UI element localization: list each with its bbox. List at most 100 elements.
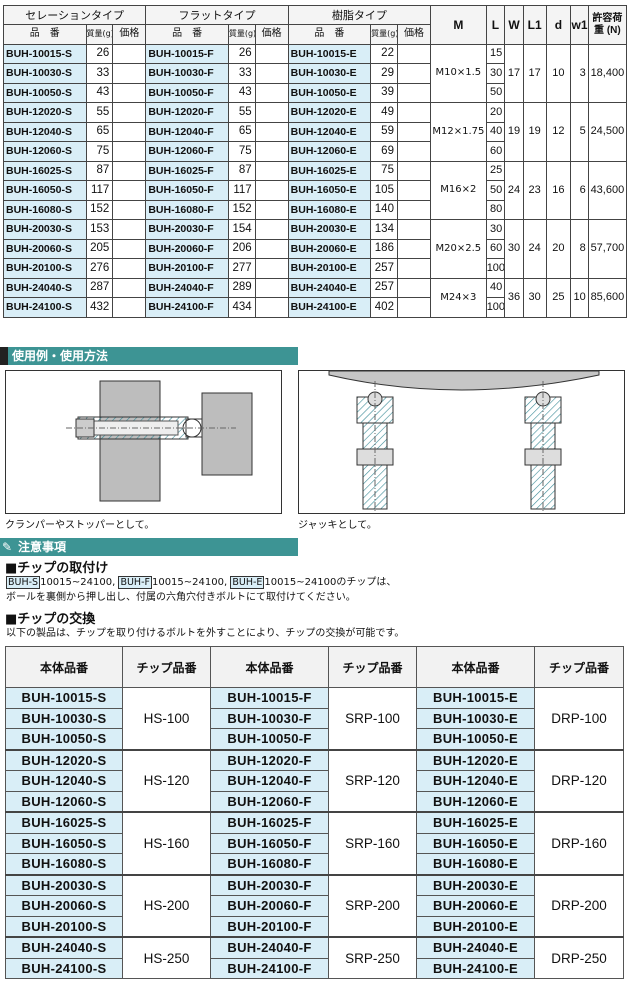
body-code-e: BUH-24040-E [416, 936, 535, 959]
serration-code: BUH-12040-S [3, 121, 87, 142]
thread-size: M24×3 [430, 277, 487, 318]
serration-price [112, 199, 147, 220]
tip-code-s: HS-200 [122, 873, 211, 938]
jack-illustration [328, 370, 600, 511]
mass-header: 質量(g) [85, 24, 114, 45]
resin-mass: 69 [370, 141, 398, 162]
tip-header: チップ品番 [122, 646, 211, 688]
flat-mass: 87 [227, 160, 256, 181]
resin-price [396, 180, 432, 201]
badge-buh-f: BUH-F [118, 576, 152, 589]
tip-code-e: DRP-200 [534, 873, 624, 938]
body-code-f: BUH-16025-F [210, 811, 329, 834]
thread-size: M12×1.75 [430, 102, 487, 162]
dim-d: 10 [545, 43, 572, 103]
notes-section-bar: ✎注意事項 [0, 538, 298, 556]
body-code-f: BUH-10015-F [210, 687, 329, 709]
flat-price [254, 199, 289, 220]
tip-code-e: DRP-160 [534, 811, 624, 875]
flat-code: BUH-12040-F [145, 121, 229, 142]
resin-price [396, 238, 432, 259]
badge-buh-e: BUH-E [230, 576, 265, 589]
serration-mass: 276 [85, 258, 114, 279]
serration-code: BUH-10015-S [3, 43, 87, 64]
resin-mass: 22 [370, 43, 398, 64]
body-code-f: BUH-10050-F [210, 728, 329, 750]
resin-price [396, 297, 432, 318]
flat-price [254, 141, 289, 162]
serration-price [112, 180, 147, 201]
thread-size: M20×2.5 [430, 219, 487, 279]
notes-title: 注意事項 [18, 540, 67, 554]
body-code-s: BUH-12060-S [5, 790, 123, 813]
tip-code-f: SRP-120 [328, 748, 417, 813]
resin-mass: 39 [370, 82, 398, 103]
group-header: セレーションタイプ [2, 5, 147, 25]
price-header: 価格 [112, 24, 147, 45]
flat-mass: 65 [227, 121, 256, 142]
serration-price [112, 141, 147, 162]
square-icon [0, 347, 8, 365]
resin-price [396, 82, 432, 103]
resin-mass: 75 [370, 160, 398, 181]
serration-mass: 75 [85, 141, 114, 162]
serration-code: BUH-20030-S [3, 219, 87, 240]
resin-mass: 134 [370, 219, 398, 240]
caption-jack: ジャッキとして。 [298, 520, 377, 531]
serration-code: BUH-20100-S [3, 258, 87, 279]
resin-price [396, 63, 432, 84]
resin-price [396, 141, 432, 162]
body-code-s: BUH-12020-S [5, 748, 123, 771]
flat-price [254, 277, 289, 298]
tip-header: 本体品番 [5, 646, 123, 688]
body-code-s: BUH-24040-S [5, 936, 123, 959]
body-code-e: BUH-20060-E [416, 895, 535, 917]
dim-d: 25 [545, 277, 572, 318]
serration-mass: 117 [85, 180, 114, 201]
dim-header-w1: w1 [570, 5, 589, 45]
serration-mass: 87 [85, 160, 114, 181]
dim-w: 19 [504, 102, 524, 162]
body-code-s: BUH-16050-S [5, 832, 123, 854]
dim-header-l1: L1 [522, 5, 547, 45]
length-l: 50 [485, 82, 506, 103]
length-l: 50 [485, 180, 506, 201]
resin-code: BUH-10030-E [287, 63, 372, 84]
body-code-f: BUH-12020-F [210, 748, 329, 771]
serration-code: BUH-16025-S [3, 160, 87, 181]
flat-price [254, 180, 289, 201]
body-code-s: BUH-16080-S [5, 853, 123, 875]
tip-code-s: HS-100 [122, 687, 211, 750]
flat-price [254, 121, 289, 142]
dim-w: 17 [504, 43, 524, 103]
serration-price [112, 82, 147, 103]
resin-code: BUH-16080-E [287, 199, 372, 220]
length-l: 25 [485, 160, 506, 181]
dim-w: 24 [504, 160, 524, 220]
serration-mass: 287 [85, 277, 114, 298]
body-code-e: BUH-10030-E [416, 707, 535, 729]
flat-mass: 277 [227, 258, 256, 279]
serration-price [112, 102, 147, 123]
usage-section-bar: 使用例・使用方法 [0, 347, 298, 365]
body-code-f: BUH-20060-F [210, 895, 329, 917]
length-l: 80 [485, 199, 506, 220]
body-code-f: BUH-20030-F [210, 873, 329, 896]
flat-code: BUH-20060-F [145, 238, 229, 259]
usage-title: 使用例・使用方法 [12, 349, 109, 363]
body-code-s: BUH-20030-S [5, 873, 123, 896]
flat-code: BUH-16080-F [145, 199, 229, 220]
resin-code: BUH-20030-E [287, 219, 372, 240]
